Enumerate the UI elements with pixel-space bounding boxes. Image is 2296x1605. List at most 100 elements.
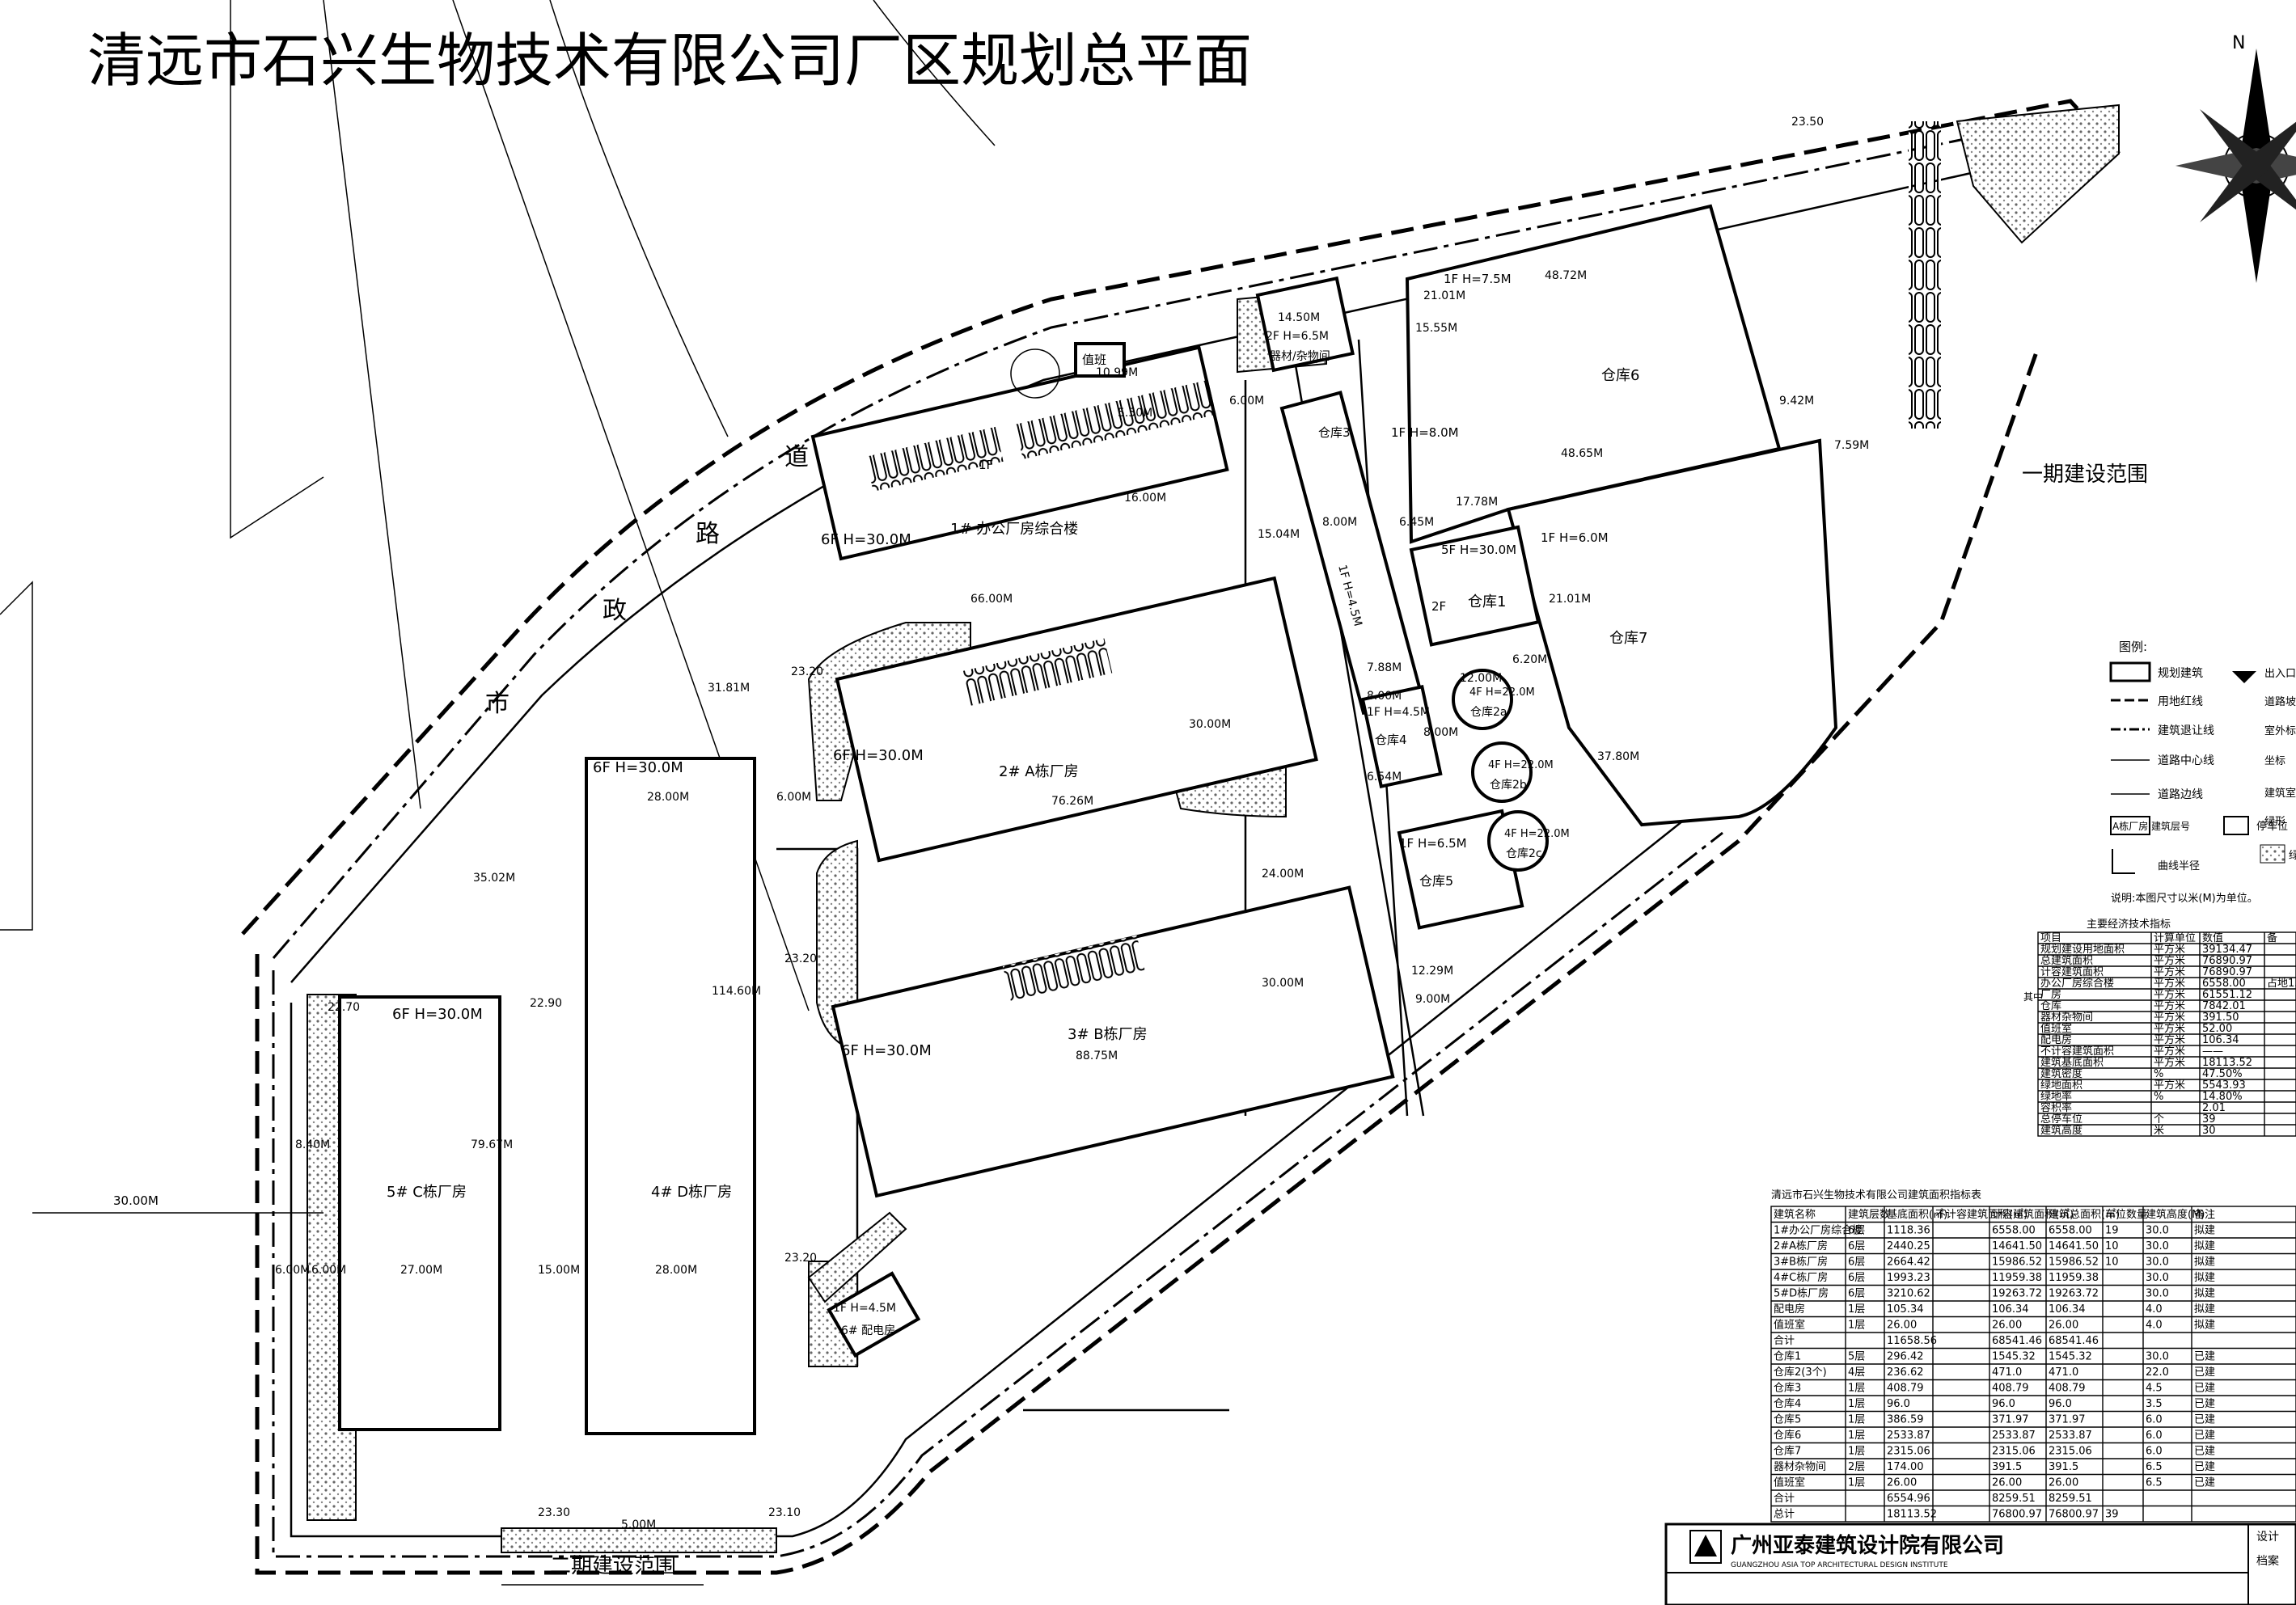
area-table-cell: 106.34: [2049, 1303, 2086, 1316]
area-table-cell: 68541.46: [2049, 1335, 2099, 1347]
area-table-cell: 6.0: [2146, 1414, 2163, 1426]
area-table-cell: 2533.87: [2049, 1430, 2092, 1442]
area-table-cell: 14641.50: [1992, 1240, 2042, 1252]
area-table-cell: 408.79: [1992, 1383, 2029, 1395]
building-name: 1# 办公厂房综合楼: [950, 521, 1078, 538]
area-table-cell: 拟建: [2194, 1240, 2215, 1252]
dim-label: 23.30: [538, 1506, 570, 1519]
indicators-title: 主要经济技术指标: [2087, 919, 2171, 931]
dim-label: 14.50M: [1278, 311, 1320, 324]
area-table-header: 建筑名称: [1774, 1208, 1816, 1221]
area-table-cell: 值班室: [1774, 1319, 1805, 1332]
area-table-cell: 已建: [2194, 1446, 2215, 1458]
phase1-label: 一期建设范围: [2022, 462, 2148, 487]
indicators-cell: 建筑密度: [2040, 1067, 2082, 1080]
legend-item: 道路坡: [2264, 695, 2296, 708]
indicators-cell: 106.34: [2202, 1034, 2239, 1046]
area-table-cell: 1545.32: [2049, 1351, 2092, 1363]
floor-label: 1F H=7.5M: [1444, 272, 1512, 286]
area-table-header: 备注: [2194, 1208, 2215, 1221]
dim-label: 48.72M: [1545, 269, 1587, 282]
area-table-cell: 10: [2105, 1257, 2119, 1269]
area-table-cell: 拟建: [2194, 1288, 2215, 1300]
indicators-header: 数值: [2202, 931, 2223, 944]
road-char: 政: [603, 597, 627, 625]
area-table-cell: 4.5: [2146, 1383, 2163, 1395]
building-warehouse7: [1506, 438, 1838, 827]
floor-label: 1F: [979, 458, 993, 472]
parking-column: [1909, 121, 1941, 429]
dim-label: 15.00M: [538, 1264, 580, 1277]
area-table-cell: 总计: [1774, 1509, 1795, 1521]
legend-item: 道路中心线: [2158, 754, 2214, 767]
area-table-cell: 371.97: [2049, 1414, 2086, 1426]
indicators-cell: %: [2154, 1068, 2163, 1080]
area-table-cell: 1层: [1848, 1383, 1865, 1395]
dim-label: 23.20: [784, 952, 817, 965]
area-table-cell: 3.5: [2146, 1398, 2163, 1410]
area-table-cell: 2533.87: [1887, 1430, 1930, 1442]
area-table-cell: 6.5: [2146, 1477, 2163, 1489]
area-table-cell: 已建: [2194, 1477, 2215, 1489]
area-table-cell: 30.0: [2146, 1225, 2169, 1237]
area-table-cell: 1993.23: [1887, 1272, 1930, 1284]
indicators-cell: 平方米: [2154, 988, 2185, 1001]
dim-label: 48.65M: [1561, 447, 1603, 460]
building-name: 仓库1: [1468, 593, 1506, 610]
area-table-cell: 1层: [1848, 1414, 1865, 1426]
building-c: [338, 995, 501, 1431]
indicators-cell: 平方米: [2154, 954, 2185, 967]
area-table-cell: 236.62: [1887, 1366, 1924, 1379]
dim-label: 15.04M: [1258, 528, 1300, 541]
area-table-cell: 1层: [1848, 1477, 1865, 1489]
area-table-cell: 6层: [1848, 1288, 1865, 1300]
area-table-cell: 19: [2105, 1225, 2119, 1237]
area-table-cell: 106.34: [1992, 1303, 2029, 1316]
parking-row: [1003, 935, 1145, 1001]
indicators-cell: 器材杂物间: [2040, 1012, 2093, 1024]
area-table-cell: 拟建: [2194, 1225, 2215, 1237]
indicators-cell: 18113.52: [2202, 1057, 2252, 1069]
dim-label: 6.20M: [1512, 653, 1547, 666]
indicators-cell: 占地13: [2267, 978, 2296, 990]
indicators-cell: 47.50%: [2202, 1068, 2243, 1080]
area-table-cell: 6.5: [2146, 1461, 2163, 1473]
dim-label: 88.75M: [1076, 1050, 1118, 1062]
dim-label: 21.01M: [1549, 593, 1591, 606]
indicators-cell: 总停车位: [2040, 1113, 2082, 1126]
floor-label: 1F H=6.5M: [1399, 836, 1467, 851]
building-name: 5# C栋厂房: [387, 1184, 467, 1201]
dim-label: 15.55M: [1415, 322, 1457, 335]
area-table-cell: 6层: [1848, 1257, 1865, 1269]
indicators-cell: 仓库: [2040, 999, 2061, 1012]
indicators-header: 计算单位: [2154, 932, 2196, 944]
dim-label: 23.10: [768, 1506, 801, 1519]
indicators-cell: 52.00: [2202, 1023, 2232, 1035]
area-table-cell: 2315.06: [1887, 1446, 1930, 1458]
indicators-cell: 39: [2202, 1113, 2216, 1126]
indicators-cell: 米: [2154, 1125, 2164, 1137]
dim-label: 23.50: [1791, 116, 1824, 129]
area-table-cell: 1层: [1848, 1398, 1865, 1410]
area-table-cell: 391.5: [1992, 1461, 2022, 1473]
area-table-cell: 4.0: [2146, 1320, 2163, 1332]
floor-label: 1F H=4.5M: [1367, 706, 1430, 719]
dim-label: 8.00M: [1423, 726, 1458, 739]
indicators-cell: 平方米: [2154, 1045, 2185, 1058]
plan-title: 清远市石兴生物技术有限公司厂区规划总平面: [87, 27, 1252, 95]
area-table-cell: 26.00: [1887, 1320, 1917, 1332]
area-table-cell: 合计: [1774, 1493, 1795, 1505]
area-table-cell: 471.0: [1992, 1366, 2022, 1379]
area-table-cell: 已建: [2194, 1414, 2215, 1426]
area-table-cell: 3210.62: [1887, 1288, 1930, 1300]
compass-icon: N: [2175, 33, 2296, 283]
area-table-cell: 26.00: [2049, 1477, 2078, 1489]
area-table-cell: 11959.38: [2049, 1272, 2099, 1284]
area-table-cell: 配电房: [1774, 1303, 1805, 1316]
area-table-cell: 仓库1: [1774, 1350, 1801, 1363]
indicators-cell: 平方米: [2154, 1056, 2185, 1069]
indicators-cell: 平方米: [2154, 943, 2185, 956]
area-table-cell: 11959.38: [1992, 1272, 2042, 1284]
dim-label: 10.99M: [1096, 366, 1138, 379]
area-table-cell: 已建: [2194, 1351, 2215, 1363]
